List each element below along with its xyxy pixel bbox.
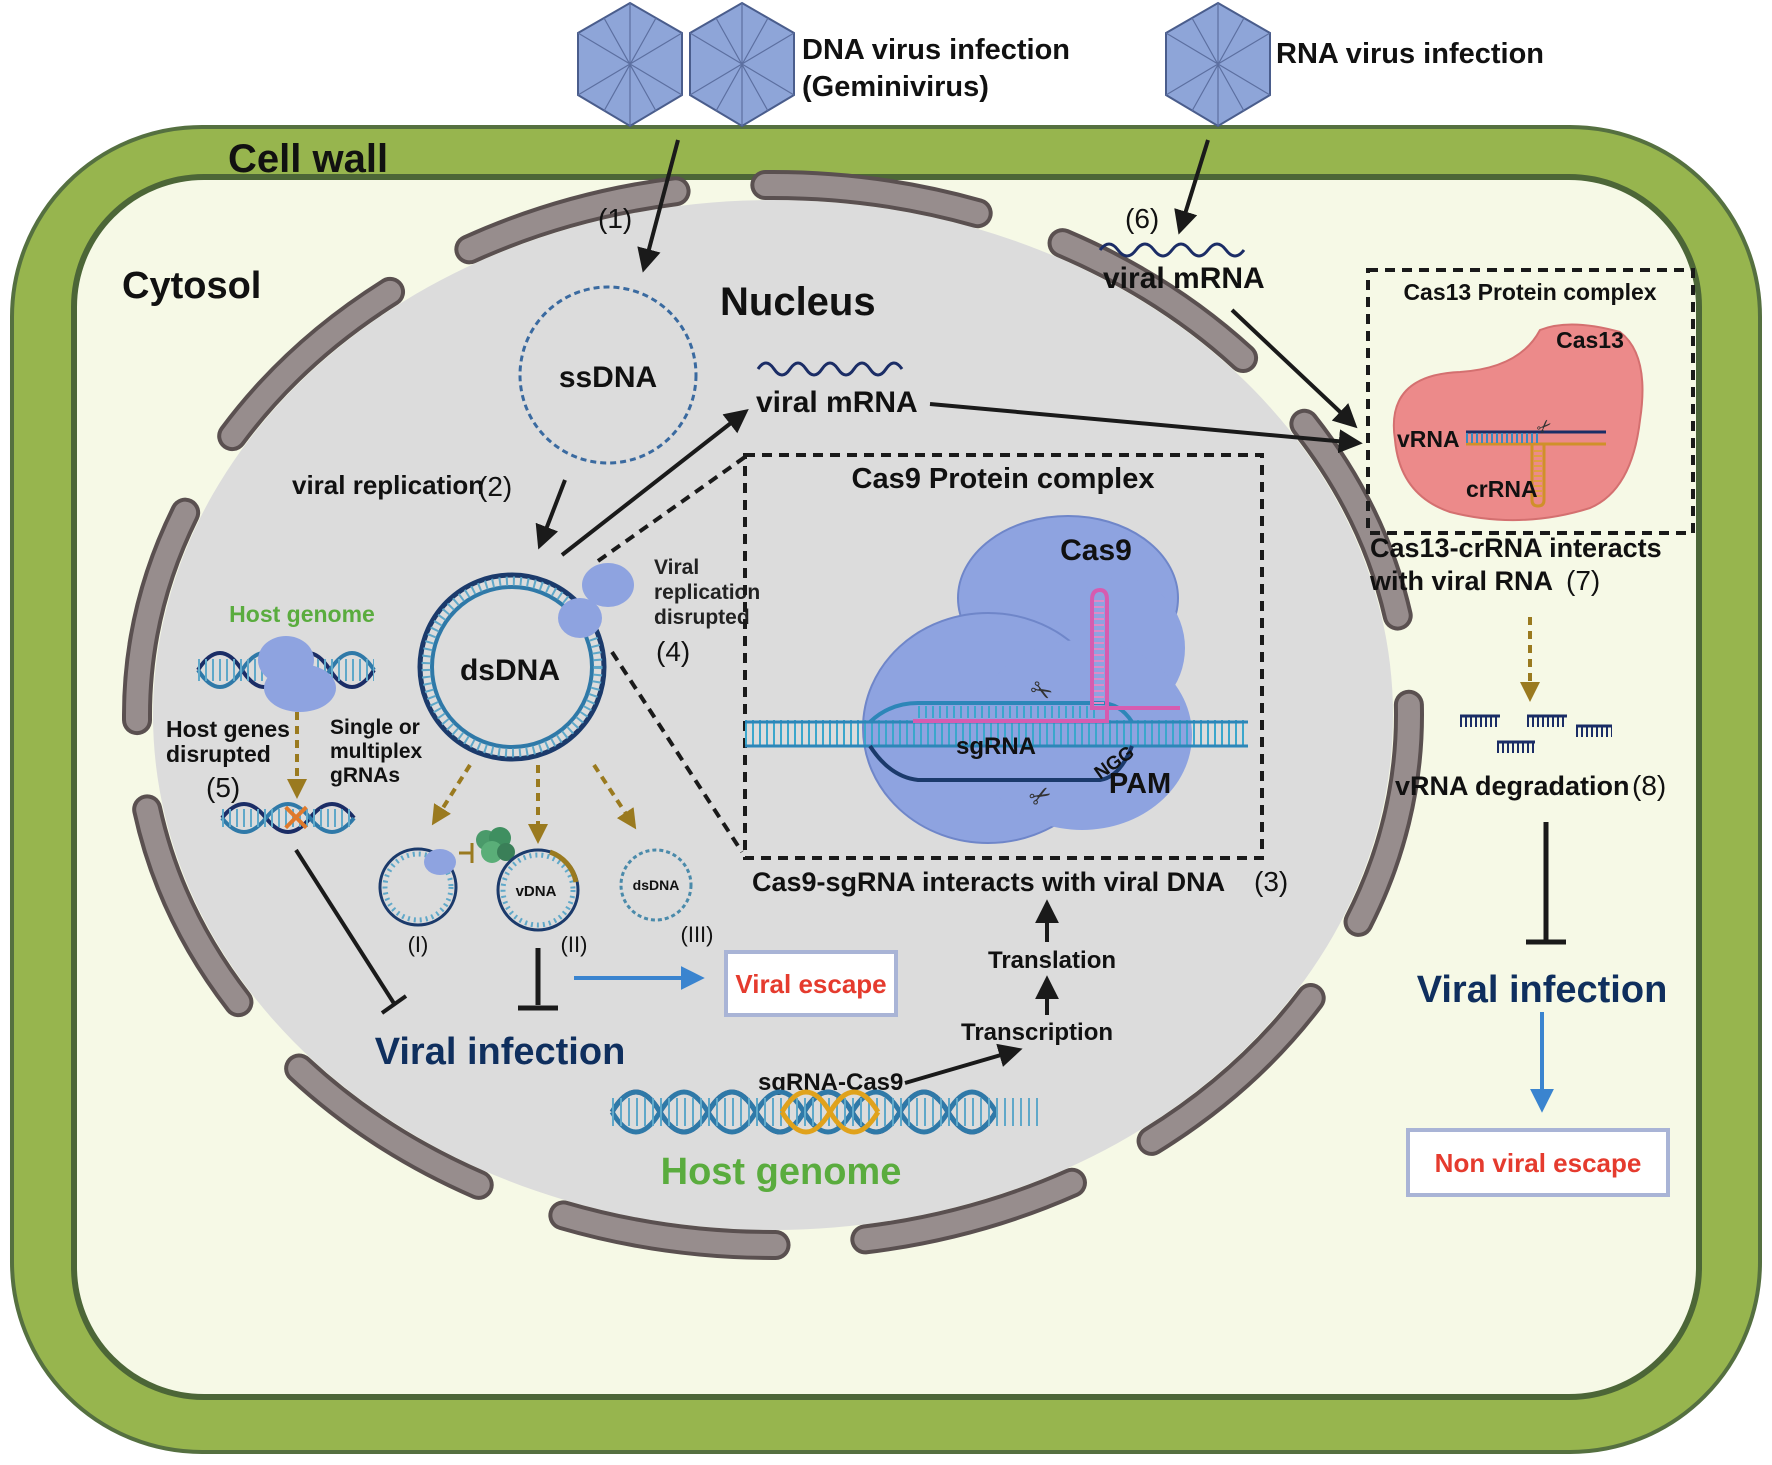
cytosol-label: Cytosol <box>122 265 261 307</box>
zoom-line-top <box>596 455 747 563</box>
sgrna-label: sgRNA <box>956 733 1036 760</box>
host-genes-disrupted-label-2: disrupted <box>166 741 271 767</box>
host-genes-disrupted-label-1: Host genes <box>166 716 290 742</box>
pam-label: PAM <box>1109 768 1171 800</box>
viral-rep-disrupted-label-3: disrupted <box>654 606 750 629</box>
cas9-interacts-label: Cas9-sgRNA interacts with viral DNA <box>752 867 1225 897</box>
cas9-complex-box <box>743 453 1264 860</box>
nucleus-viral-mrna-label: viral mRNA <box>756 386 918 419</box>
cas9-protein-icon <box>862 515 1192 844</box>
inhibitor-protein-icon <box>476 827 515 863</box>
sgrna-cas9-arrow <box>904 1043 1023 1085</box>
nucleus <box>153 200 1393 1230</box>
cytosol-viral-mrna-label: viral mRNA <box>1103 262 1265 295</box>
step-2-label: (2) <box>478 471 512 502</box>
dsdna-to-mrna-arrow <box>560 409 749 557</box>
nucleus-label: Nucleus <box>720 280 876 324</box>
ssdna-circle <box>518 285 698 465</box>
outcome-3-dna-circle <box>619 848 693 922</box>
viral-rep-disrupted-label-2: replication <box>654 581 760 604</box>
step-3-label: (3) <box>1254 866 1288 897</box>
zoom-line-bottom <box>610 650 744 854</box>
vdna-label: vDNA <box>516 883 557 900</box>
outcome-2-dna-circle <box>496 848 580 932</box>
cas13-interacts-label-2: with viral RNA <box>1369 566 1553 596</box>
single-multiplex-label-2: multiplex <box>330 740 423 763</box>
ssdna-to-dsdna-arrow <box>535 479 567 550</box>
cas13-label: Cas13 <box>1556 327 1624 353</box>
dsdna-cas-protein-icon <box>558 563 634 638</box>
viral-replication-label: viral replication <box>292 470 484 500</box>
single-multiplex-label-1: Single or <box>330 716 420 739</box>
dna-virus-icon <box>577 1 795 128</box>
nucleus-viral-mrna-wave <box>756 361 904 377</box>
step-8-label: (8) <box>1632 770 1666 801</box>
dsdna-label: dsDNA <box>460 654 560 687</box>
outcome-1-dashed-arrow <box>431 763 472 826</box>
dsdna-circle <box>417 572 607 762</box>
outcome-3-label: (III) <box>681 922 714 947</box>
step-5-label: (5) <box>206 772 240 803</box>
step-4-label: (4) <box>656 636 690 667</box>
viral-escape-label: Viral escape <box>735 969 886 999</box>
vrna-degradation-label: vRNA degradation <box>1395 771 1630 801</box>
viral-rep-disrupted-label-1: Viral <box>654 556 699 579</box>
single-multiplex-label-3: gRNAs <box>330 764 400 787</box>
viral-infection-right-label: Viral infection <box>1417 969 1668 1011</box>
non-viral-escape-box <box>1406 1128 1670 1197</box>
rna-entry-arrow <box>1174 139 1210 235</box>
cas13-interacts-label-1: Cas13-crRNA interacts <box>1370 533 1662 563</box>
host-genome-big-label: Host genome <box>661 1151 902 1193</box>
non-viral-escape-label: Non viral escape <box>1435 1148 1642 1178</box>
step-6-label: (6) <box>1125 203 1159 234</box>
sgrna-strand <box>913 587 1180 723</box>
outcome-1-dna-circle <box>378 843 474 927</box>
dsdna-small-label: dsDNA <box>633 877 680 893</box>
cell-wall-label: Cell wall <box>228 137 388 181</box>
cytosol-viral-mrna-wave <box>1098 242 1246 258</box>
disruption-cross-icon: ✕ <box>279 797 313 841</box>
ssdna-label: ssDNA <box>559 361 657 394</box>
vrna-label: vRNA <box>1397 426 1460 452</box>
outcome-2-label: (II) <box>561 932 588 957</box>
step-7-label: (7) <box>1566 565 1600 596</box>
nuclear-envelope-fill <box>126 174 1420 1256</box>
rna-virus-icon <box>1165 1 1271 128</box>
host-genome-small-helix <box>196 636 376 712</box>
translation-label: Translation <box>988 947 1116 974</box>
disrupted-host-helix <box>220 802 356 834</box>
rna-fragments-icon <box>1460 714 1612 753</box>
cas13-protein-icon <box>1392 323 1644 522</box>
mrna-to-cas13-arrow <box>929 402 1363 454</box>
dna-entry-arrow <box>637 139 680 273</box>
dna-virus-sublabel: (Geminivirus) <box>802 71 989 103</box>
cas13-complex-title: Cas13 Protein complex <box>1403 279 1656 305</box>
host-inhibition-line <box>294 848 397 1007</box>
cytosol-mrna-to-cas13-arrow <box>1230 308 1358 429</box>
vrna-crrna-duplex <box>1466 430 1606 508</box>
host-inhibition-bar <box>380 994 408 1015</box>
viral-infection-left-label: Viral infection <box>375 1031 626 1073</box>
viral-escape-box <box>724 950 898 1017</box>
dna-virus-label: DNA virus infection <box>802 34 1070 66</box>
outcome-3-dashed-arrow <box>592 763 637 830</box>
host-genome-helix <box>609 1089 1040 1135</box>
cas13-complex-box <box>1366 268 1695 535</box>
outcome-1-label: (I) <box>408 932 429 957</box>
rna-virus-label: RNA virus infection <box>1276 38 1544 70</box>
cas9-complex-title: Cas9 Protein complex <box>852 463 1155 495</box>
host-genome-small-label: Host genome <box>229 601 375 627</box>
crrna-label: crRNA <box>1466 476 1538 502</box>
step-1-label: (1) <box>598 203 632 234</box>
transcription-label: Transcription <box>961 1019 1113 1046</box>
cas9-label: Cas9 <box>1060 534 1132 567</box>
